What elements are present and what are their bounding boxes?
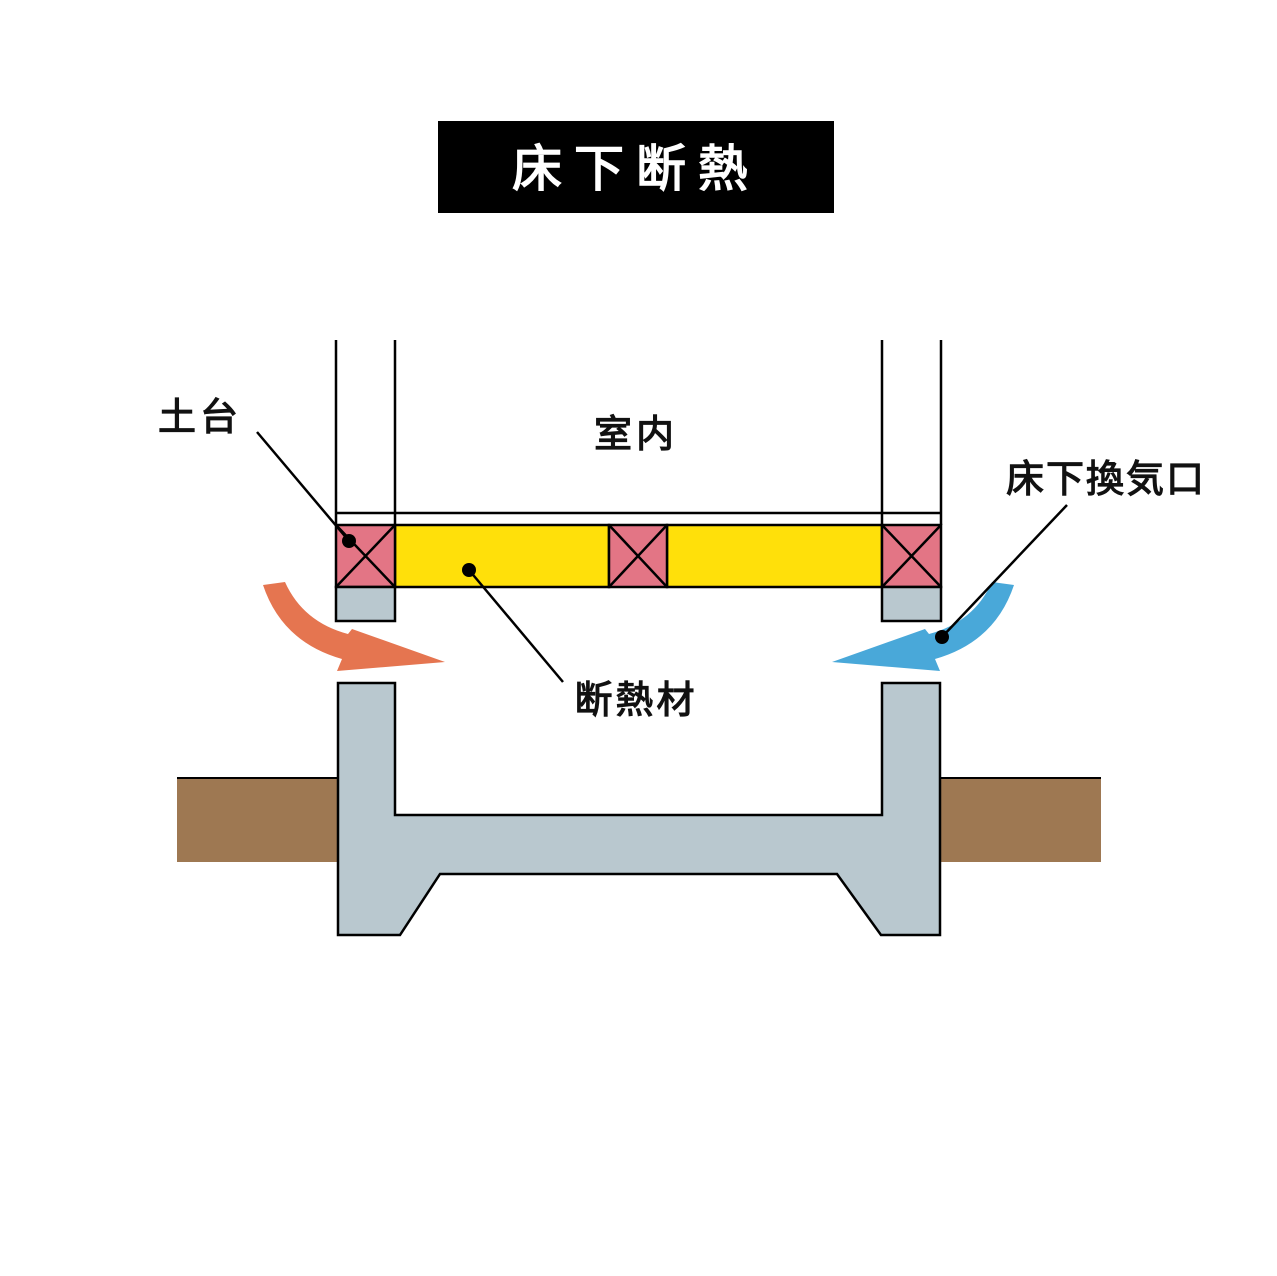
joist-center [607,523,669,589]
label-indoor: 室内 [594,412,678,456]
floor-layer [334,523,943,623]
foundation-top-left [334,585,397,623]
label-vent: 床下換気口 [1006,457,1206,501]
label-sill: 土台 [158,395,242,439]
walls [334,340,943,525]
foundation-top-right [880,585,943,623]
foundation [336,681,942,937]
insulation-left [393,523,611,589]
ground [177,777,1101,862]
insulation-right [665,523,884,589]
title-banner: 床下断熱 [438,121,834,213]
leader-lines [256,431,1068,683]
leader-dots [342,534,949,644]
label-insulation: 断熱材 [574,678,697,722]
sill-right [880,523,943,589]
title: 床下断熱 [512,140,760,198]
air-inflow-arrow-icon [263,582,445,671]
air-outflow-arrow-icon [832,582,1014,671]
